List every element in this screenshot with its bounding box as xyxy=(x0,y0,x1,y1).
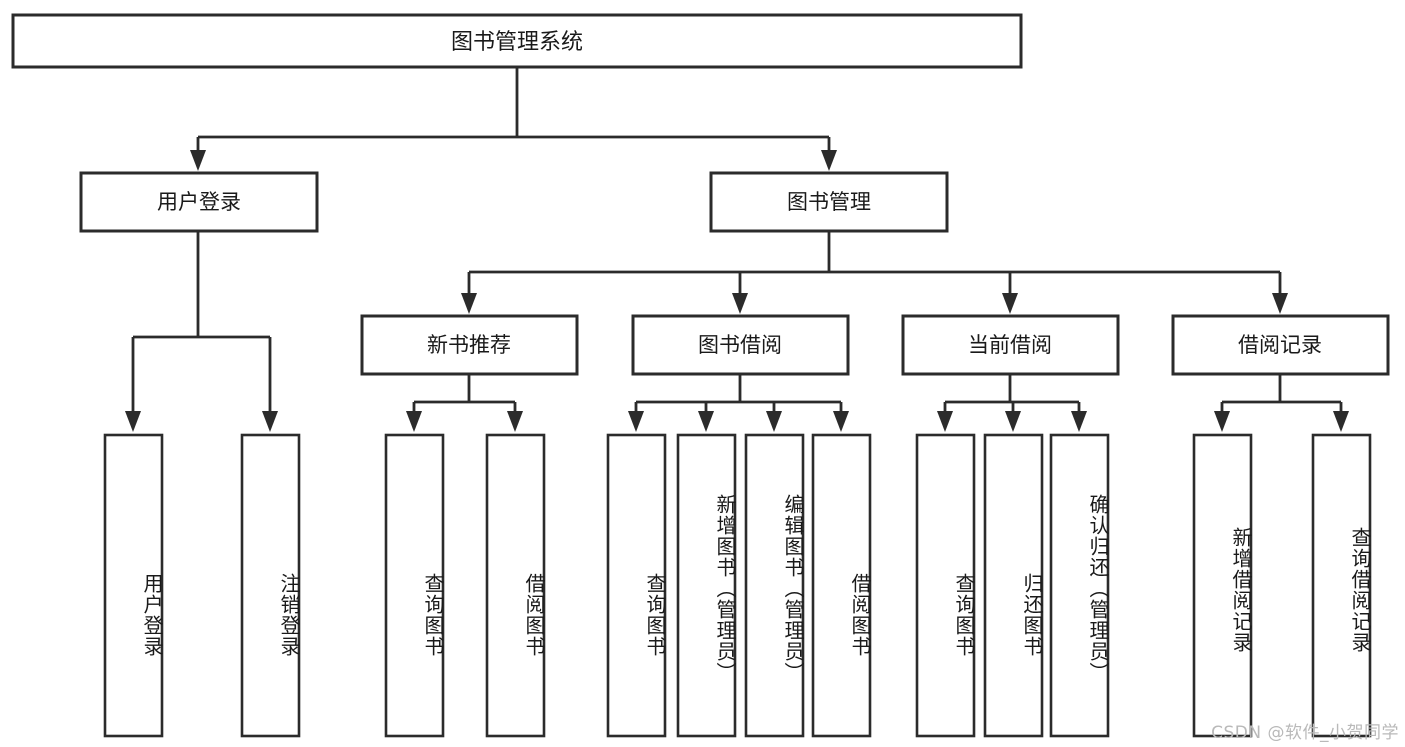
arrow-head-bookborrow-leaf2 xyxy=(698,411,714,432)
node-new-book-recommend-label: 新书推荐 xyxy=(427,333,511,357)
node-new-book-recommend-box[interactable] xyxy=(360,314,579,376)
node-root-system[interactable]: 图书管理系统 xyxy=(11,13,1023,69)
node-root-system-box[interactable] xyxy=(11,13,1023,69)
leaf-box-book-borrow-2[interactable] xyxy=(676,433,737,738)
arrow-head-userlogin xyxy=(190,150,206,171)
connector-group-bookborrow xyxy=(628,375,849,432)
arrow-head-bookborrow-leaf3 xyxy=(766,411,782,432)
node-user-login[interactable]: 用户登录 xyxy=(79,171,319,233)
node-book-management-box[interactable] xyxy=(709,171,949,233)
arrow-head-l3-3 xyxy=(1002,293,1018,314)
connector-group-root xyxy=(190,67,837,171)
leaf-box-current-borrow-2[interactable] xyxy=(983,433,1044,738)
arrow-head-l3-1 xyxy=(461,293,477,314)
arrow-head-l3-2 xyxy=(732,293,748,314)
connector-group-userlogin xyxy=(125,232,278,432)
node-new-book-recommend[interactable]: 新书推荐 xyxy=(360,314,579,376)
node-book-borrow-label: 图书借阅 xyxy=(698,333,782,357)
node-root-system-label: 图书管理系统 xyxy=(451,30,583,55)
node-book-borrow-box[interactable] xyxy=(631,314,850,376)
arrow-head-currentborrow-leaf2 xyxy=(1005,411,1021,432)
arrow-head-bookborrow-leaf1 xyxy=(628,411,644,432)
node-borrow-records[interactable]: 借阅记录 xyxy=(1171,314,1390,376)
node-borrow-records-box[interactable] xyxy=(1171,314,1390,376)
connector-group-borrowrecords xyxy=(1214,375,1349,432)
node-book-borrow[interactable]: 图书借阅 xyxy=(631,314,850,376)
node-user-login-box[interactable] xyxy=(79,171,319,233)
arrow-head-borrowrecords-leaf2 xyxy=(1333,411,1349,432)
node-book-management[interactable]: 图书管理 xyxy=(709,171,949,233)
csdn-watermark: CSDN @软件_小贺同学 xyxy=(1211,723,1399,743)
connector-group-newbook xyxy=(406,375,523,432)
arrow-head-userlogin-leaf2 xyxy=(262,411,278,432)
arrow-head-currentborrow-leaf1 xyxy=(937,411,953,432)
node-current-borrow-box[interactable] xyxy=(901,314,1120,376)
node-borrow-records-label: 借阅记录 xyxy=(1238,333,1322,357)
node-current-borrow-label: 当前借阅 xyxy=(968,333,1052,357)
node-current-borrow[interactable]: 当前借阅 xyxy=(901,314,1120,376)
leaf-box-new-book-1[interactable] xyxy=(384,433,445,738)
arrow-head-borrowrecords-leaf1 xyxy=(1214,411,1230,432)
arrow-head-bookborrow-leaf4 xyxy=(833,411,849,432)
leaf-box-book-borrow-3[interactable] xyxy=(744,433,805,738)
arrow-head-newbook-leaf1 xyxy=(406,411,422,432)
leaf-box-book-borrow-4[interactable] xyxy=(811,433,872,738)
leaf-box-new-book-2[interactable] xyxy=(485,433,546,738)
arrow-head-userlogin-leaf1 xyxy=(125,411,141,432)
node-user-login-label: 用户登录 xyxy=(157,190,241,214)
leaf-box-book-borrow-1[interactable] xyxy=(606,433,667,738)
connector-group-currentborrow xyxy=(937,375,1087,432)
node-book-management-label: 图书管理 xyxy=(787,190,871,214)
connector-group-bookmgmt xyxy=(461,232,1288,314)
arrow-head-newbook-leaf2 xyxy=(507,411,523,432)
arrow-head-l3-4 xyxy=(1272,293,1288,314)
arrow-head-bookmgmt xyxy=(821,150,837,171)
leaf-box-current-borrow-1[interactable] xyxy=(915,433,976,738)
leaf-box-current-borrow-3[interactable] xyxy=(1049,433,1110,738)
arrow-head-currentborrow-leaf3 xyxy=(1071,411,1087,432)
leaf-box-user-login-2[interactable] xyxy=(240,433,301,738)
leaf-box-borrow-records-1[interactable] xyxy=(1192,433,1253,738)
leaf-box-borrow-records-2[interactable] xyxy=(1311,433,1372,738)
leaf-box-user-login-1[interactable] xyxy=(103,433,164,738)
